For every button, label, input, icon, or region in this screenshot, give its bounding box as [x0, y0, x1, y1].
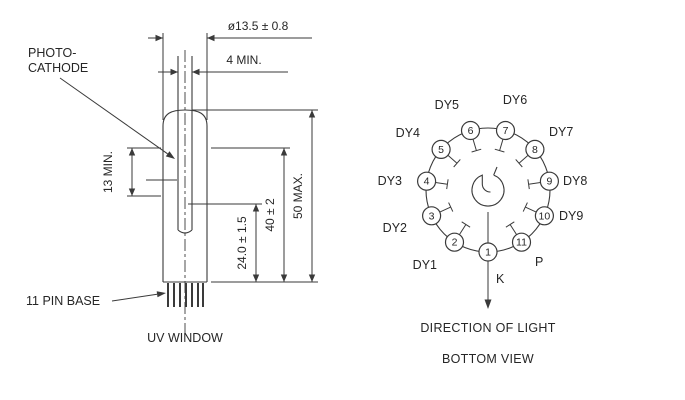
- pin-9: 9 DY8: [539, 171, 587, 191]
- pin-label: DY5: [435, 98, 459, 112]
- pin-circle: [534, 206, 555, 226]
- direction-of-light-caption: DIRECTION OF LIGHT: [420, 321, 555, 335]
- pin-circle: [495, 120, 516, 141]
- uv-window-label: UV WINDOW: [147, 331, 223, 345]
- pin-1: 1 K: [478, 242, 505, 286]
- base-pins: [167, 283, 204, 307]
- pin-label: DY2: [383, 221, 407, 235]
- dim-diameter: ø13.5 ± 0.8: [228, 19, 289, 33]
- pin-circle: [460, 120, 481, 141]
- pin-2: 2 DY1: [413, 232, 465, 272]
- pin-number: 11: [516, 237, 527, 249]
- extension-lines: [127, 33, 318, 283]
- pin-8: 8 DY7: [525, 125, 573, 159]
- dim-40: 40 ± 2: [263, 198, 277, 232]
- pin-circle: [431, 139, 451, 159]
- pin-6: 6 DY5: [435, 98, 481, 141]
- pin-circle: [525, 139, 545, 159]
- pin-label: DY9: [559, 209, 583, 223]
- pin-circle: [511, 232, 532, 252]
- pin-label: DY3: [378, 174, 402, 188]
- index-key: [471, 166, 505, 207]
- pin-11: 11 P: [511, 232, 543, 269]
- dim-cathode-13min: 13 MIN.: [101, 151, 115, 193]
- pin-3: 3 DY2: [383, 206, 442, 235]
- pin-5: 5 DY4: [396, 126, 451, 159]
- photocathode-leader-line: [59, 77, 168, 155]
- pin-number: 9: [546, 176, 552, 188]
- outline-drawing: ø13.5 ± 0.8 4 MIN. 13 MIN. 24.0 ± 1.5 40…: [26, 19, 318, 345]
- pin-circle: [444, 232, 465, 252]
- pin-number: 8: [532, 144, 538, 156]
- pin-label: DY6: [503, 93, 527, 107]
- pin-label: DY8: [563, 174, 587, 188]
- pin-4: 4 DY3: [378, 171, 437, 191]
- photocathode-label-line1: PHOTO-: [28, 46, 76, 60]
- pin-number: 5: [438, 144, 444, 156]
- bottom-view-caption: BOTTOM VIEW: [442, 352, 534, 366]
- dim-window-4min: 4 MIN.: [226, 53, 261, 67]
- pin-number: 3: [429, 210, 435, 222]
- pin-base-label: 11 PIN BASE: [26, 294, 100, 308]
- pin-number: 6: [468, 125, 474, 137]
- pin-7: 7 DY6: [495, 93, 527, 141]
- pin-circle: [422, 206, 442, 226]
- pin-circle: [417, 171, 437, 191]
- leader-arrowheads: [156, 151, 175, 298]
- dim-24: 24.0 ± 1.5: [235, 216, 249, 270]
- photocathode-label-line2: CATHODE: [28, 61, 88, 75]
- pin-number: 1: [485, 247, 491, 259]
- pin-circle: [539, 171, 560, 191]
- dim-50-max: 50 MAX.: [291, 173, 305, 219]
- pin-number: 4: [424, 176, 430, 188]
- dynode-electrodes: [435, 138, 541, 243]
- pin-label: K: [496, 272, 505, 286]
- pin-label: DY1: [413, 258, 437, 272]
- pin-label: P: [535, 255, 543, 269]
- dimension-lines: [131, 37, 313, 282]
- pin-number: 10: [539, 210, 551, 222]
- pin-number: 2: [452, 237, 458, 249]
- basing-diagram: 1 K 2 DY1 3 DY2 4 DY3 5 DY4 6 DY5: [378, 93, 588, 366]
- pin-number: 7: [503, 125, 509, 137]
- light-direction-arrowhead: [484, 299, 492, 309]
- pin-base-leader-line: [111, 293, 158, 302]
- pin-label: DY4: [396, 126, 420, 140]
- pin-10: 10 DY9: [534, 206, 583, 226]
- pin-label: DY7: [549, 125, 573, 139]
